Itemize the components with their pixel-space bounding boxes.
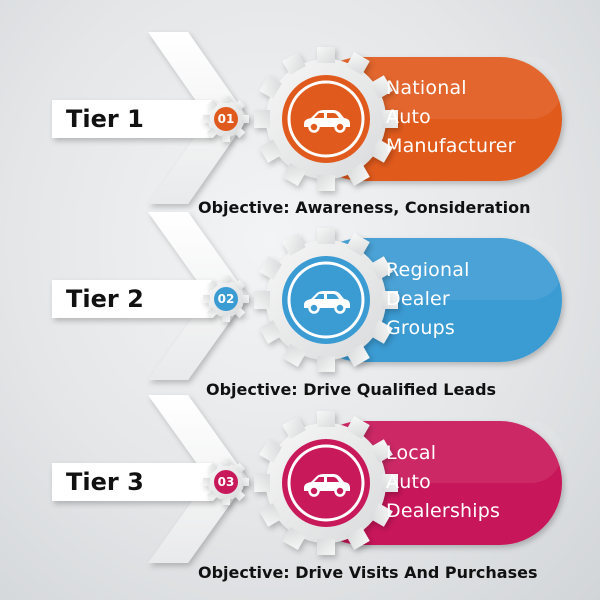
tier-1-label-banner	[52, 100, 212, 138]
tier-1-title-line-1: National	[386, 77, 467, 99]
tier-1-number: 01	[217, 112, 235, 126]
tier-1-big-gear	[254, 47, 398, 191]
tier-3-label: Tier 3	[66, 468, 144, 496]
car-icon	[304, 110, 350, 133]
tier-3-title-line-1: Local	[386, 442, 437, 464]
tier-3-big-gear	[254, 411, 398, 555]
tier-2-small-gear	[203, 276, 249, 322]
tier-2-title-line-1: Regional	[386, 259, 470, 281]
tier-1-title-line-3: Manufacturer	[386, 135, 516, 157]
car-icon	[304, 474, 350, 497]
tier-1-title-line-2: Auto	[386, 106, 431, 128]
tier-3-label-banner	[52, 463, 212, 501]
tier-1-title: National Auto Manufacturer	[386, 74, 561, 161]
tier-3-title: Local Auto Dealerships	[386, 439, 561, 526]
tier-1-objective: Objective: Awareness, Consideration	[198, 198, 531, 217]
tier-1-label: Tier 1	[66, 105, 144, 133]
tier-2-label: Tier 2	[66, 285, 144, 313]
tier-1: Tier 1 01 National Auto Manufacturer Obj…	[0, 20, 600, 217]
tier-2-title-line-3: Groups	[386, 317, 455, 339]
tier-3-graphic	[52, 395, 562, 563]
tier-3-title-line-3: Dealerships	[386, 500, 501, 522]
tier-2-title-line-2: Dealer	[386, 288, 450, 310]
tier-2-graphic	[52, 212, 562, 380]
tier-3-small-gear	[203, 459, 249, 505]
tier-3-number: 03	[217, 475, 235, 489]
tier-2-objective: Objective: Drive Qualified Leads	[206, 380, 497, 399]
tier-2-number: 02	[217, 292, 235, 306]
tier-1-graphic	[52, 32, 562, 204]
tier-3-objective: Objective: Drive Visits And Purchases	[198, 563, 538, 582]
tier-3-title-line-2: Auto	[386, 471, 431, 493]
tier-2-title: Regional Dealer Groups	[386, 256, 561, 343]
tier-1-small-gear	[203, 96, 249, 142]
tier-2-label-banner	[52, 280, 212, 318]
tier-2: Tier 2 02 Regional Dealer Groups Objecti…	[0, 202, 600, 399]
car-icon	[304, 291, 350, 314]
tier-2-big-gear	[254, 228, 398, 372]
tier-3: Tier 3 03 Local Auto Dealerships Objecti…	[0, 385, 600, 582]
